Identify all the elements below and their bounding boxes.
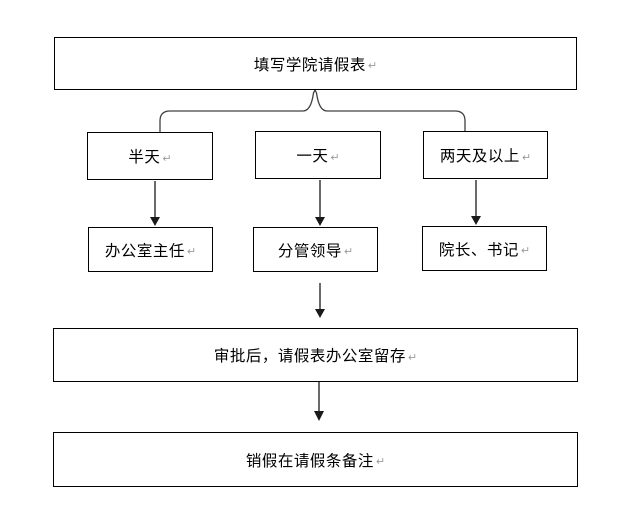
arrow-one-to-leader-head bbox=[315, 217, 325, 226]
step-label: 销假在请假条备注 bbox=[245, 452, 374, 470]
approver-leader-in-charge: 分管领导 ↵ bbox=[253, 227, 378, 272]
approver-dean-secretary: 院长、书记 ↵ bbox=[422, 226, 547, 271]
paragraph-mark-icon: ↵ bbox=[186, 245, 197, 258]
paragraph-mark-icon: ↵ bbox=[343, 245, 354, 258]
step-fill-leave-form: 填写学院请假表 ↵ bbox=[54, 37, 577, 90]
approver-office-director: 办公室主任 ↵ bbox=[88, 227, 213, 272]
paragraph-mark-icon: ↵ bbox=[520, 244, 531, 257]
paragraph-mark-icon: ↵ bbox=[407, 350, 418, 364]
paragraph-mark-icon: ↵ bbox=[367, 59, 378, 72]
branch-label: 半天 bbox=[128, 149, 161, 166]
approver-label: 办公室主任 bbox=[104, 242, 185, 260]
step-label: 填写学院请假表 bbox=[253, 56, 366, 74]
branch-label: 两天及以上 bbox=[439, 148, 520, 165]
arrow-archive-to-final-head bbox=[314, 411, 324, 421]
paragraph-mark-icon: ↵ bbox=[162, 151, 172, 165]
brace-connector bbox=[159, 88, 466, 132]
step-label: 审批后，请假表办公室留存 bbox=[213, 348, 406, 365]
branch-half-day: 半天 ↵ bbox=[87, 132, 213, 180]
arrow-two-to-dean-head bbox=[471, 216, 481, 225]
approver-label: 院长、书记 bbox=[438, 241, 519, 259]
paragraph-mark-icon: ↵ bbox=[521, 150, 532, 164]
branch-label: 一天 bbox=[296, 148, 329, 165]
paragraph-mark-icon: ↵ bbox=[330, 150, 340, 164]
arrow-half-to-office-head bbox=[150, 217, 160, 226]
approver-label: 分管领导 bbox=[277, 242, 342, 260]
step-cancel-leave-note: 销假在请假条备注 ↵ bbox=[53, 432, 578, 487]
paragraph-mark-icon: ↵ bbox=[375, 455, 386, 468]
arrow-leader-to-archive-head bbox=[315, 309, 325, 318]
step-archive-after-approval: 审批后，请假表办公室留存 ↵ bbox=[53, 328, 578, 382]
branch-one-day: 一天 ↵ bbox=[255, 131, 381, 179]
branch-two-days-plus: 两天及以上 ↵ bbox=[423, 131, 548, 179]
